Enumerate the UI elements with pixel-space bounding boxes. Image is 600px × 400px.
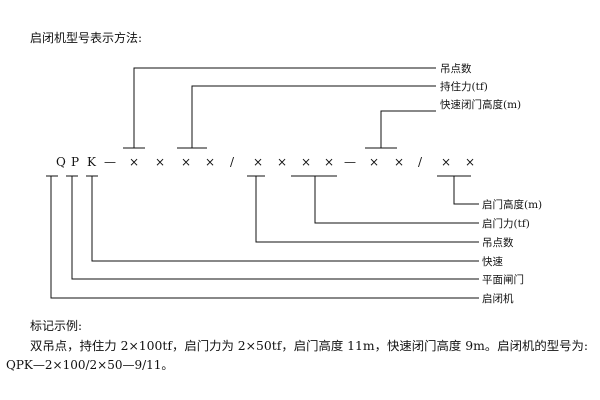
code-char: × [205,155,215,169]
leader-line [255,176,479,243]
leader-line [380,110,436,148]
leader-line [133,67,436,148]
bottom-leaders [46,175,479,299]
code-char: × [181,155,191,169]
leader-line [71,176,479,280]
code-char: × [465,155,475,169]
leader-line [314,176,479,224]
example-heading: 标记示例: [30,319,82,333]
diagram-title: 启闭机型号表示方法: [30,30,142,45]
code-char: — [344,155,356,169]
code-char: × [324,155,334,169]
label-plane-gate: 平面闸门 [482,273,524,286]
code-char: — [104,155,116,169]
model-code: Q P K — × × × × / × × × × — × × / × × [56,155,475,169]
code-char: × [301,155,311,169]
code-char: × [441,155,451,169]
leader-line [191,85,436,148]
code-char: / [418,155,423,169]
leader-line [50,176,479,299]
code-char: / [230,155,235,169]
label-opening-force: 启门力(tf) [482,217,530,230]
label-holding-force: 持住力(tf) [440,80,488,93]
label-opening-height: 启门高度(m) [482,198,542,211]
code-char: P [71,155,79,169]
code-char: × [369,155,379,169]
code-char: × [155,155,165,169]
code-char: × [129,155,139,169]
leader-line [453,176,479,205]
label-fast: 快速 [482,256,503,268]
code-char: K [87,155,97,169]
code-char: × [253,155,263,169]
label-hoist: 启闭机 [482,292,514,305]
code-char: Q [56,155,66,169]
example-line-2: QPK—2×100/2×50—9/11。 [6,358,173,372]
leader-line [91,176,479,262]
label-lifting-points: 吊点数 [440,62,472,75]
example-line-1: 双吊点，持住力 2×100tf，启门力为 2×50tf，启门高度 11m，快速闭… [30,338,588,353]
label-fast-close-height: 快速闭门高度(m) [440,98,521,111]
code-char: × [277,155,287,169]
label-lifting-points: 吊点数 [482,236,514,249]
top-leaders [123,67,436,149]
code-char: × [394,155,404,169]
